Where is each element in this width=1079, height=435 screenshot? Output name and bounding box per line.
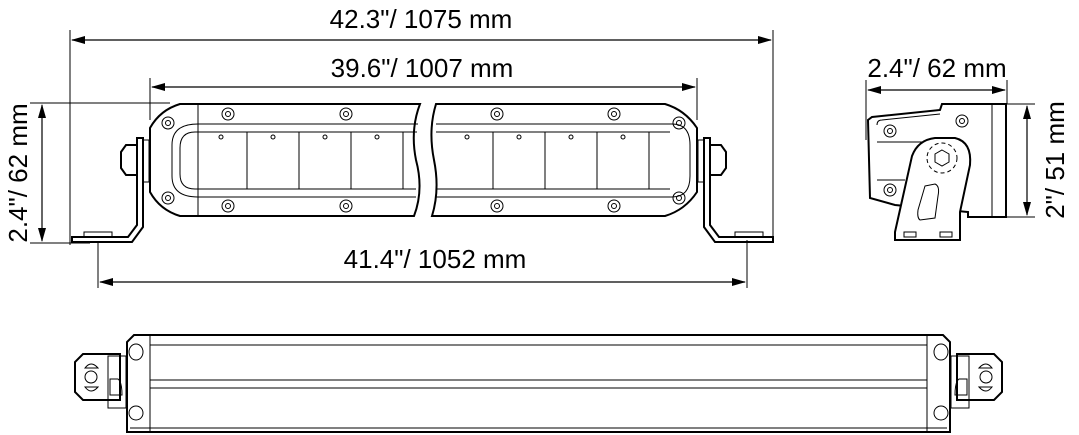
overall-length-label: 42.3"/ 1075 mm: [330, 4, 513, 34]
side-depth-dimension: 2.4"/ 62 mm: [865, 53, 1008, 140]
front-view: [71, 103, 774, 243]
adjustment-gear-icon: [926, 142, 958, 174]
mount-spacing-label: 41.4"/ 1052 mm: [344, 244, 527, 274]
front-height-dimension: 2.4"/ 62 mm: [3, 102, 170, 244]
side-depth-label: 2.4"/ 62 mm: [867, 53, 1006, 83]
side-height-dimension: 2"/ 51 mm: [1007, 101, 1070, 219]
front-height-label: 2.4"/ 62 mm: [3, 103, 33, 242]
right-mount-bracket: [697, 137, 774, 243]
left-end-cap: [74, 343, 144, 421]
side-height-label: 2"/ 51 mm: [1040, 101, 1070, 219]
mount-spacing-dimension: 41.4"/ 1052 mm: [97, 240, 748, 288]
overall-length-dimension: 42.3"/ 1075 mm: [69, 4, 774, 245]
side-view: [866, 103, 1007, 241]
lens-length-dimension: 39.6"/ 1007 mm: [149, 53, 698, 120]
right-end-cap: [933, 343, 1003, 421]
lens-length-label: 39.6"/ 1007 mm: [331, 53, 514, 83]
led-dot-icon: [218, 134, 626, 140]
left-mount-bracket: [71, 137, 150, 243]
screw-icon: [161, 107, 686, 213]
top-view: [74, 334, 1003, 433]
